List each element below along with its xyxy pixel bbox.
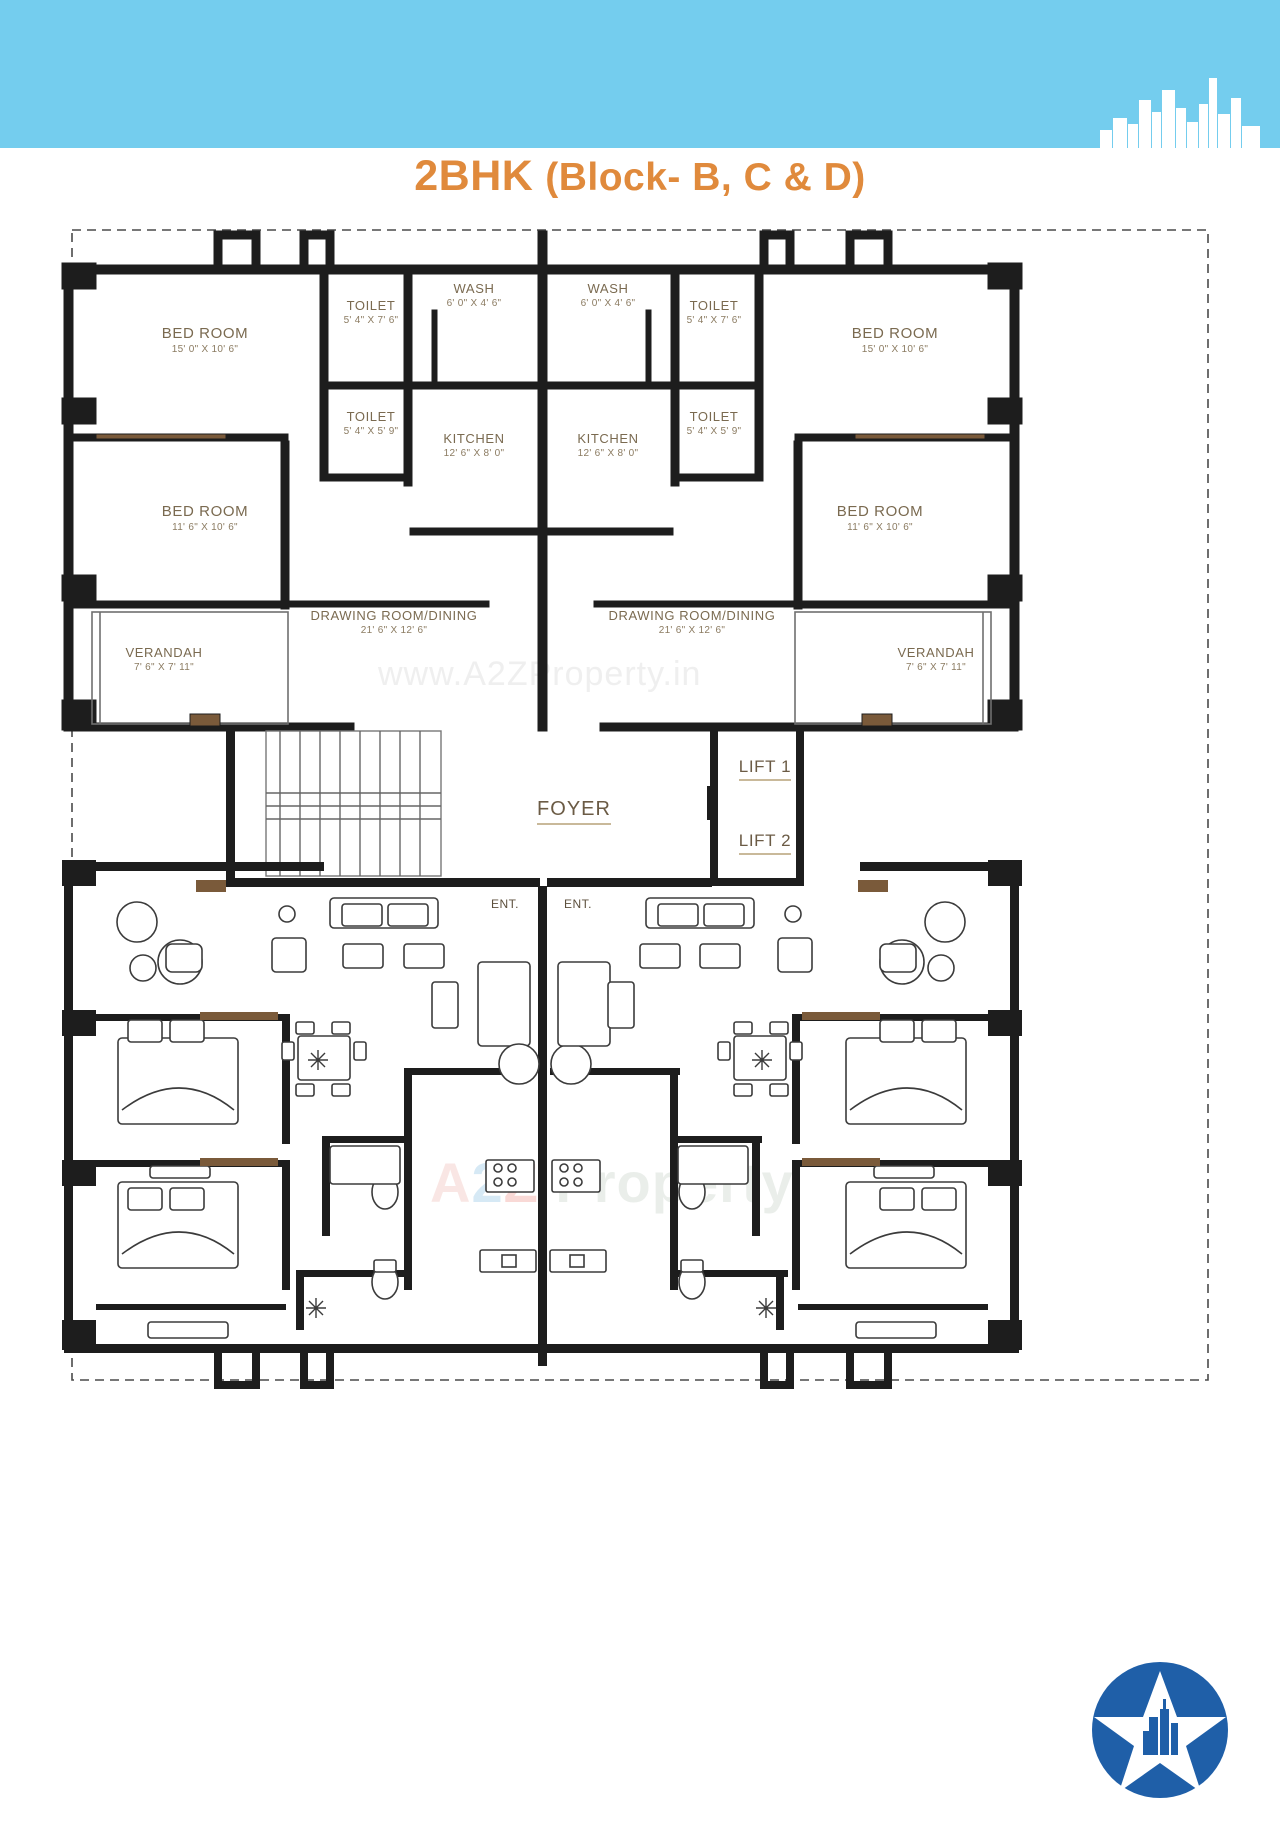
upper-plan-walls: [61, 230, 1023, 732]
furniture-right-beds: [845, 1019, 967, 1339]
furniture-left-beds: [117, 1019, 239, 1339]
wm-brand-a: A: [430, 1151, 472, 1214]
lower-furnished-plan: [62, 860, 1022, 1389]
page-title: 2BHK (Block- B, C & D): [0, 152, 1280, 201]
furniture-wardrobe-strips: [196, 880, 888, 1166]
title-sub: (Block- B, C & D): [545, 156, 866, 199]
core-stair-lift: [226, 730, 804, 887]
top-banner: [0, 0, 1280, 148]
furniture-dining-left: [281, 1021, 367, 1097]
furniture-dining-right: [717, 1021, 803, 1097]
furniture-kitchen: [479, 1159, 607, 1273]
builder-logo: [1092, 1662, 1228, 1798]
skyline-graphic: [1100, 78, 1260, 148]
property-boundary-dashed: [71, 229, 1209, 1381]
furniture-left-living: [271, 897, 592, 1085]
furniture-sanitary: [329, 1145, 749, 1300]
logo-building-glyph: [1143, 1699, 1178, 1755]
title-main: 2BHK: [414, 152, 534, 200]
furniture-misc: [306, 1050, 776, 1318]
furniture-right-living: [557, 897, 813, 1047]
